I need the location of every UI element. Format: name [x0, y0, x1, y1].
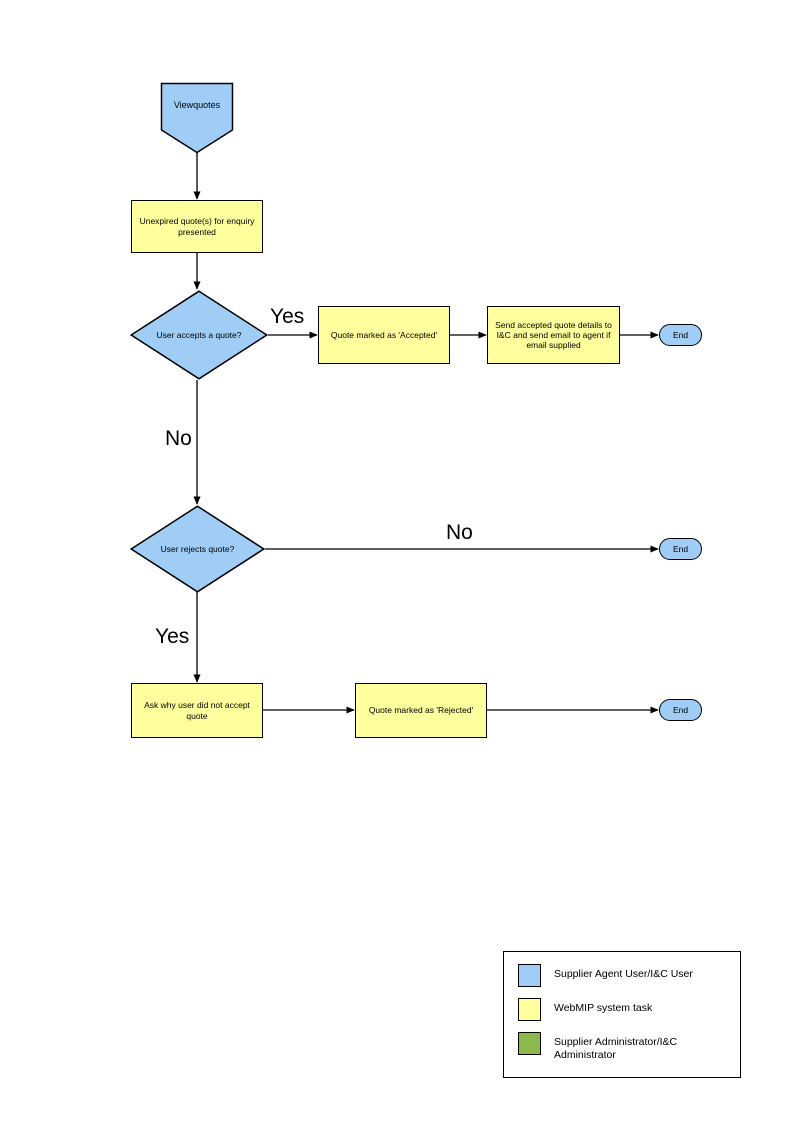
node-start-label: Viewquotes — [173, 100, 221, 110]
branch-label-accept-no: No — [165, 427, 192, 450]
legend-label-system: WebMIP system task — [554, 1002, 653, 1014]
node-decision-reject-label: User rejects quote? — [160, 543, 235, 554]
node-ask-why[interactable]: Ask why user did not accept quote — [131, 683, 263, 738]
diamond-shape — [129, 290, 269, 380]
node-ask-why-label: Ask why user did not accept quote — [144, 700, 250, 721]
node-quote-rejected-label: Quote marked as 'Rejected' — [368, 705, 474, 716]
node-quote-accepted-label: Quote marked as 'Accepted' — [330, 329, 438, 340]
node-end-2-label: End — [672, 544, 689, 554]
legend-swatch-system — [518, 998, 541, 1021]
node-end-3-label: End — [672, 705, 689, 715]
diamond-shape — [129, 505, 266, 593]
node-quote-rejected[interactable]: Quote marked as 'Rejected' — [355, 683, 487, 738]
node-unexpired-quotes[interactable]: Unexpired quote(s) for enquiry presented — [131, 200, 263, 253]
node-end-2[interactable]: End — [659, 538, 702, 560]
node-end-3[interactable]: End — [659, 699, 702, 721]
legend-panel: Supplier Agent User/I&C User WebMIP syst… — [503, 951, 741, 1078]
node-send-details[interactable]: Send accepted quote details to I&C and s… — [487, 306, 620, 364]
node-start[interactable]: Viewquotes — [160, 82, 234, 154]
branch-label-reject-no: No — [446, 521, 473, 544]
node-quote-accepted[interactable]: Quote marked as 'Accepted' — [318, 306, 450, 364]
node-decision-accept-label: User accepts a quote? — [156, 329, 242, 340]
legend-label-admin: Supplier Administrator/I&C Administrator — [554, 1036, 678, 1061]
node-send-details-label: Send accepted quote details to I&C and s… — [495, 319, 612, 350]
legend-item: Supplier Administrator/I&C Administrator — [518, 1032, 740, 1062]
legend-item: WebMIP system task — [518, 998, 740, 1021]
legend-swatch-admin — [518, 1032, 541, 1055]
node-unexpired-quotes-label: Unexpired quote(s) for enquiry presented — [139, 216, 255, 237]
node-end-1-label: End — [672, 330, 689, 340]
pentagon-shape — [160, 82, 234, 154]
legend-label-actor: Supplier Agent User/I&C User — [554, 968, 693, 980]
branch-label-accept-yes: Yes — [270, 305, 305, 328]
node-decision-accept[interactable]: User accepts a quote? — [129, 290, 269, 380]
node-decision-reject[interactable]: User rejects quote? — [129, 505, 266, 593]
legend-item: Supplier Agent User/I&C User — [518, 964, 740, 987]
legend-swatch-actor — [518, 964, 541, 987]
branch-label-reject-yes: Yes — [155, 625, 190, 648]
node-end-1[interactable]: End — [659, 324, 702, 346]
